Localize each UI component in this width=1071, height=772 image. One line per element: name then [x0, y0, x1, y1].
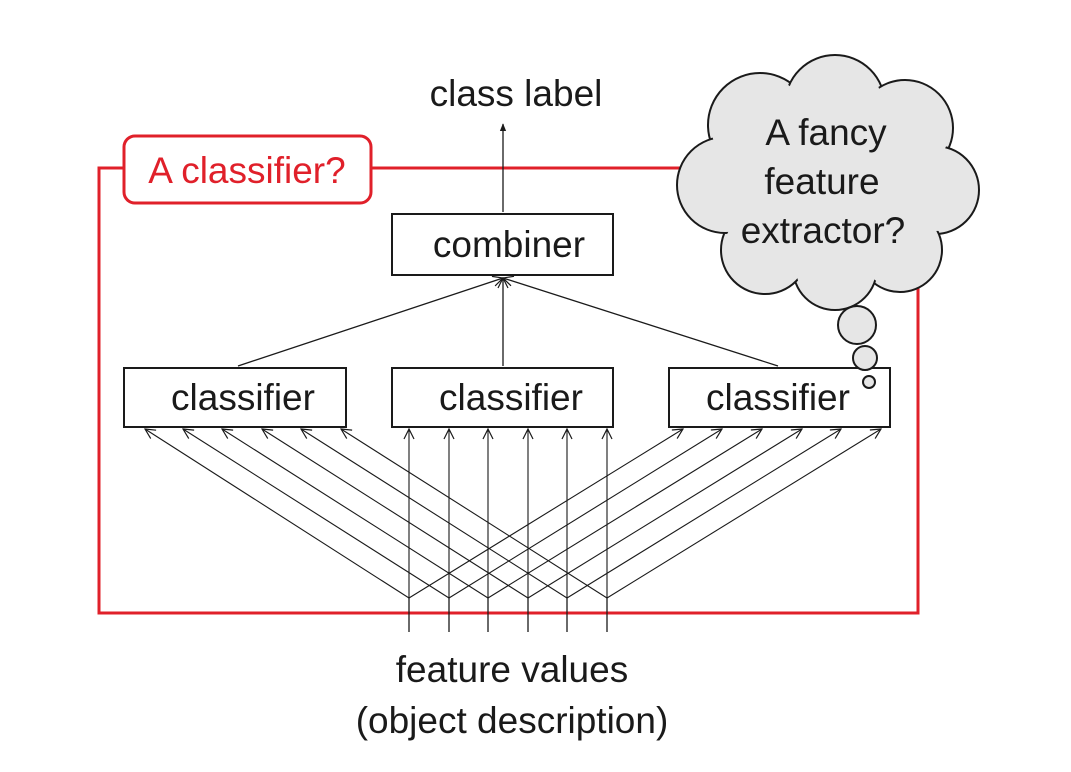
feature-arrow-to-classifier-3 [408, 429, 683, 599]
thought-bubble-medium [852, 345, 878, 371]
classifier-label-middle: classifier [439, 377, 583, 418]
feature-arrow-to-classifier-1 [222, 429, 489, 599]
red-label-text: A classifier? [148, 150, 345, 191]
classifier-box-left [123, 367, 347, 428]
classifier-label-left: classifier [171, 377, 315, 418]
classifier-box-right [668, 367, 891, 428]
object-description-text: (object description) [356, 700, 669, 741]
classifier-label-right: classifier [706, 377, 850, 418]
feature-values-text: feature values [396, 649, 628, 690]
class-label-text: class label [430, 73, 603, 114]
thought-line-2: feature [764, 161, 879, 202]
feature-arrow-to-classifier-3 [566, 429, 841, 599]
feature-arrow-to-classifier-1 [301, 429, 568, 599]
feature-arrow-to-classifier-3 [606, 429, 881, 599]
red-frame [97, 166, 920, 615]
combiner-label: combiner [433, 224, 585, 265]
thought-cloud [676, 54, 980, 389]
thought-bubble-small [862, 375, 876, 389]
feature-arrows [145, 429, 881, 632]
red-label-box [122, 134, 373, 205]
feature-arrow-to-classifier-3 [527, 429, 802, 599]
feature-arrow-to-classifier-3 [448, 429, 722, 599]
feature-arrow-to-classifier-1 [341, 429, 608, 599]
link-right-classifier [503, 278, 779, 367]
combiner-box [391, 213, 614, 276]
classifier-box-middle [391, 367, 614, 428]
feature-arrow-to-classifier-1 [183, 429, 450, 599]
thought-line-3: extractor? [741, 210, 906, 251]
feature-arrow-to-classifier-3 [487, 429, 762, 599]
thought-line-1: A fancy [765, 112, 887, 153]
feature-arrow-to-classifier-1 [262, 429, 529, 599]
link-left-classifier [237, 278, 503, 367]
thought-bubble-large [837, 305, 877, 345]
feature-arrow-to-classifier-1 [145, 429, 410, 599]
